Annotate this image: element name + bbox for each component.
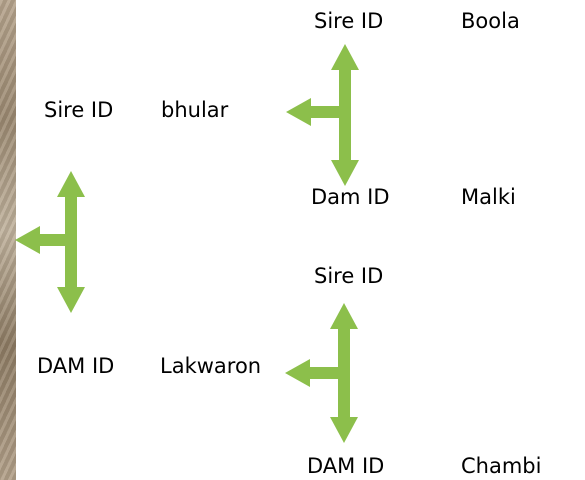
dam-sire-id-label: Sire ID: [314, 264, 384, 288]
sire-name: bhular: [161, 98, 229, 122]
sire-id-label: Sire ID: [44, 98, 114, 122]
dam-id-label: DAM ID: [37, 354, 115, 378]
dam-dam-name: Chambi: [461, 454, 542, 478]
dam-dam-id-label: DAM ID: [307, 454, 385, 478]
sire-sire-id-label: Sire ID: [314, 9, 384, 33]
split-arrow-icon: [285, 303, 358, 443]
background-photo-edge: [0, 0, 16, 480]
sire-dam-id-label: Dam ID: [311, 185, 390, 209]
sire-sire-name: Boola: [461, 9, 520, 33]
split-arrow-icon: [286, 44, 359, 186]
sire-dam-name: Malki: [461, 185, 516, 209]
split-arrow-icon: [15, 171, 85, 313]
dam-name: Lakwaron: [160, 354, 262, 378]
